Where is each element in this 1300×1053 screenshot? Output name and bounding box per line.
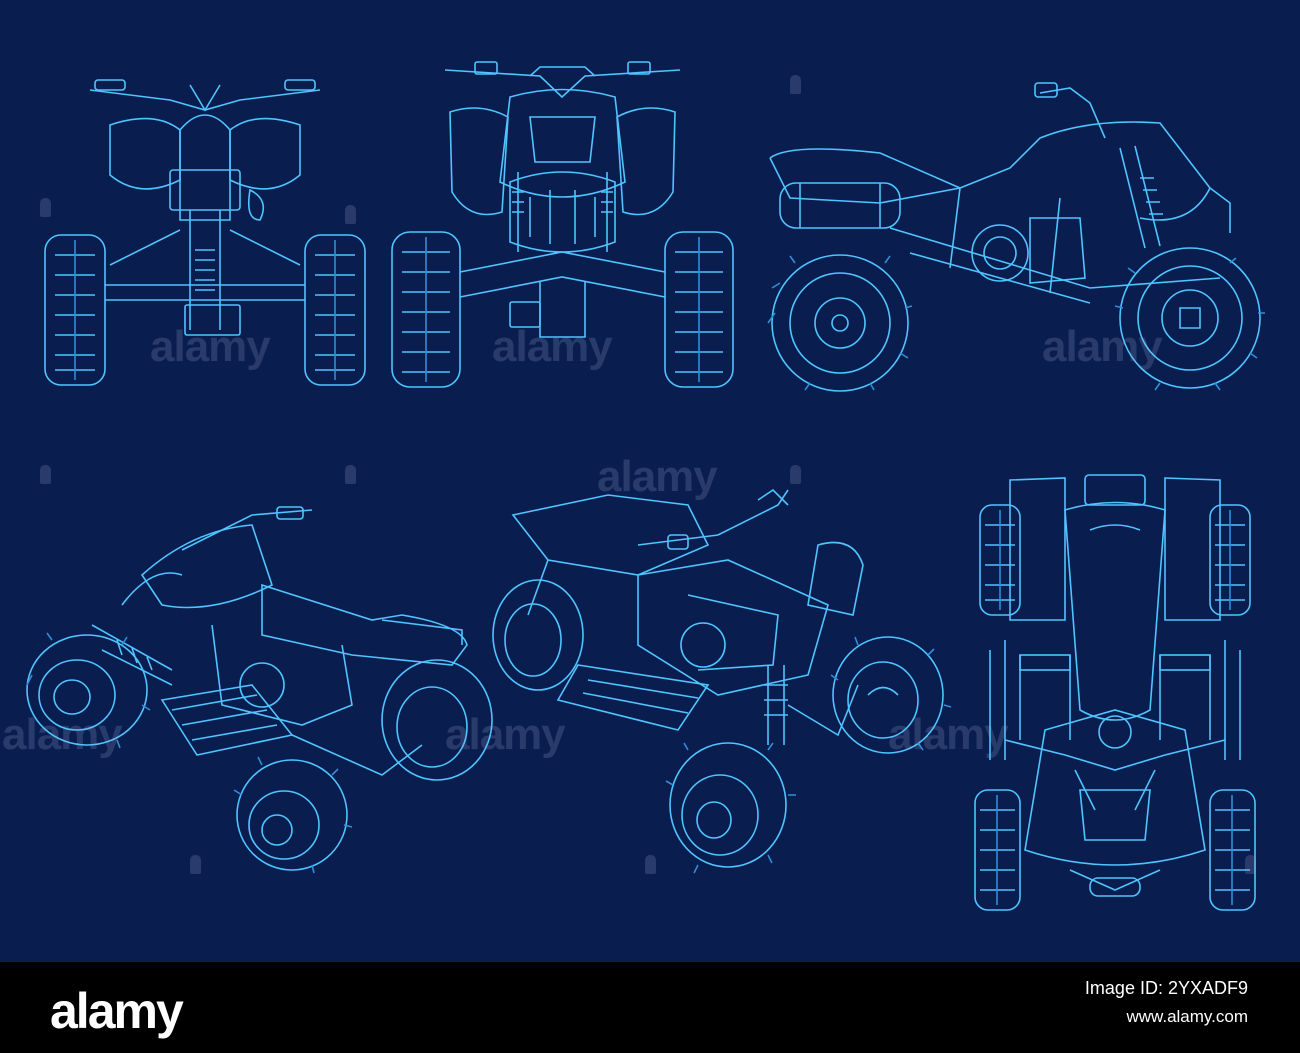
watermark-text: alamy [492, 322, 613, 371]
watermark-pin [645, 855, 656, 874]
blueprint-canvas: alamy alamy alamy alamy alamy alamy alam… [0, 0, 1300, 962]
watermark-text: alamy [888, 710, 1009, 759]
watermark-text: alamy [445, 710, 566, 759]
atv-side-wireframe-icon [767, 82, 1265, 392]
watermark-pin [790, 465, 801, 484]
watermark-pin [790, 75, 801, 94]
atv-rear-wireframe-icon [44, 79, 366, 386]
atv-front-isometric-wireframe-icon [492, 488, 952, 874]
watermark-text: alamy [2, 710, 123, 759]
atv-side-view [760, 78, 1270, 393]
watermark-pin [190, 855, 201, 874]
site-url[interactable]: www.alamy.com [1126, 1007, 1248, 1026]
watermark-text: alamy [150, 322, 271, 371]
watermark-text: alamy [597, 452, 718, 501]
image-id-label: Image ID: 2YXADF9 [1084, 978, 1248, 998]
atv-top-wireframe-icon [974, 474, 1256, 911]
watermark-pin [345, 205, 356, 224]
atv-top-view [974, 470, 1260, 915]
watermark-pin [345, 465, 356, 484]
footer-logo[interactable]: alamy [50, 983, 184, 1039]
atv-front-wireframe-icon [391, 61, 734, 388]
watermark-text: alamy [1042, 322, 1163, 371]
atv-rear-view [40, 70, 370, 390]
atv-front-view [390, 61, 735, 392]
watermark-pin [1245, 855, 1256, 874]
atv-rear-isometric-wireframe-icon [26, 506, 493, 874]
footer-bar: alamy Image ID: 2YXADF9 www.alamy.com [0, 962, 1300, 1053]
watermark-pin [40, 198, 51, 217]
atv-front-three-quarter-view [488, 485, 953, 875]
atv-rear-three-quarter-view [22, 505, 497, 875]
watermark-pin [40, 465, 51, 484]
